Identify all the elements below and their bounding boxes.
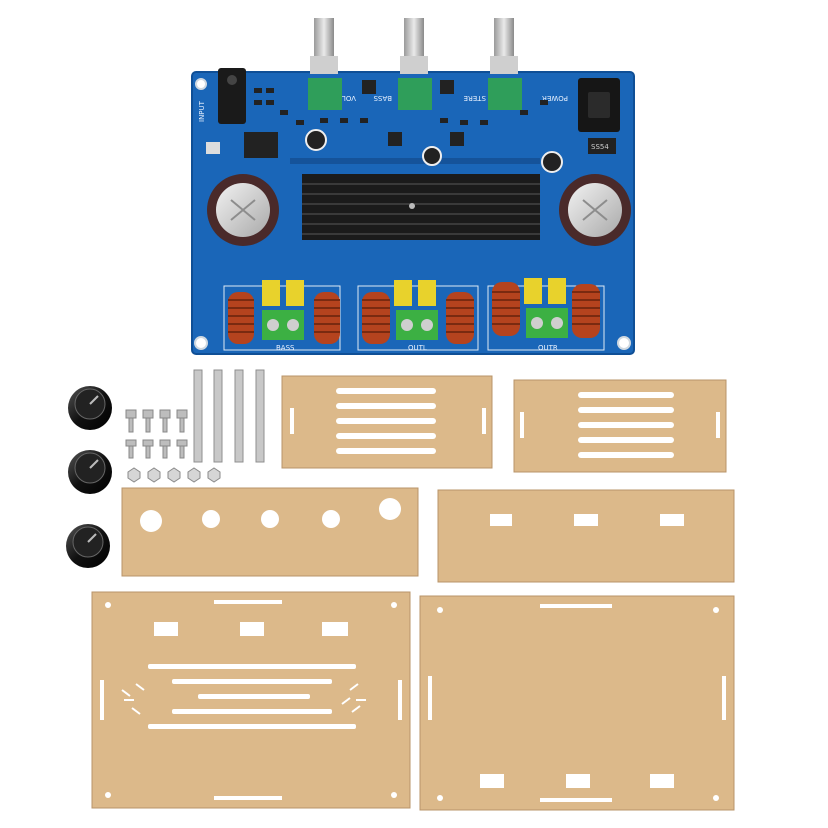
small-capacitor	[305, 129, 327, 151]
inductor	[362, 292, 390, 344]
nuts	[127, 467, 221, 483]
acrylic-panel-back	[437, 489, 735, 583]
mount-hole	[617, 336, 631, 350]
acrylic-panel-bottom-right	[419, 595, 735, 811]
knob	[68, 450, 112, 494]
small-capacitor	[541, 151, 563, 173]
input-label: INPUT	[198, 100, 206, 122]
inductor	[314, 292, 340, 344]
vent-hatch-left	[121, 683, 145, 715]
vol-label: VOL	[342, 94, 356, 102]
input-jack	[218, 68, 246, 124]
vent-hatch-right	[341, 683, 366, 713]
pot-bass	[398, 18, 432, 110]
mount-hole	[194, 336, 208, 350]
acrylic-panel-top-left	[281, 375, 493, 469]
knobs	[66, 386, 112, 568]
small-capacitor	[422, 146, 442, 166]
acrylic-panel-top-right	[513, 379, 727, 473]
amplifier-board: INPUT POWER SS54	[191, 18, 635, 355]
screws	[125, 409, 188, 459]
stereo-label: STERE	[464, 94, 486, 102]
inductor	[446, 292, 474, 344]
knob	[68, 386, 112, 430]
diode	[588, 138, 616, 154]
out-right-label: OUTR	[538, 344, 558, 352]
bass-label: BASS	[373, 94, 392, 102]
out-left-label: OUTL	[408, 344, 427, 352]
acrylic-panel-bottom-left	[91, 591, 411, 809]
inductor	[572, 284, 600, 338]
heatsink	[302, 174, 540, 240]
output-section-left: OUTL	[357, 280, 479, 352]
output-section-right: OUTR	[487, 278, 605, 352]
bass-out-label: BASS	[276, 344, 295, 352]
inductor	[492, 282, 520, 336]
main-capacitor-right	[559, 174, 631, 246]
output-section-bass: BASS	[223, 280, 341, 352]
knob	[66, 524, 110, 568]
main-capacitor-left	[207, 174, 279, 246]
pot-vol	[308, 18, 342, 110]
mount-hole	[195, 78, 207, 90]
smd-components	[206, 80, 548, 164]
pot-stereo	[488, 18, 522, 110]
power-label: POWER	[542, 94, 568, 102]
acrylic-panel-front	[121, 487, 419, 577]
inductor	[228, 292, 254, 344]
diode-label: SS54	[591, 143, 609, 151]
standoffs	[193, 369, 265, 463]
